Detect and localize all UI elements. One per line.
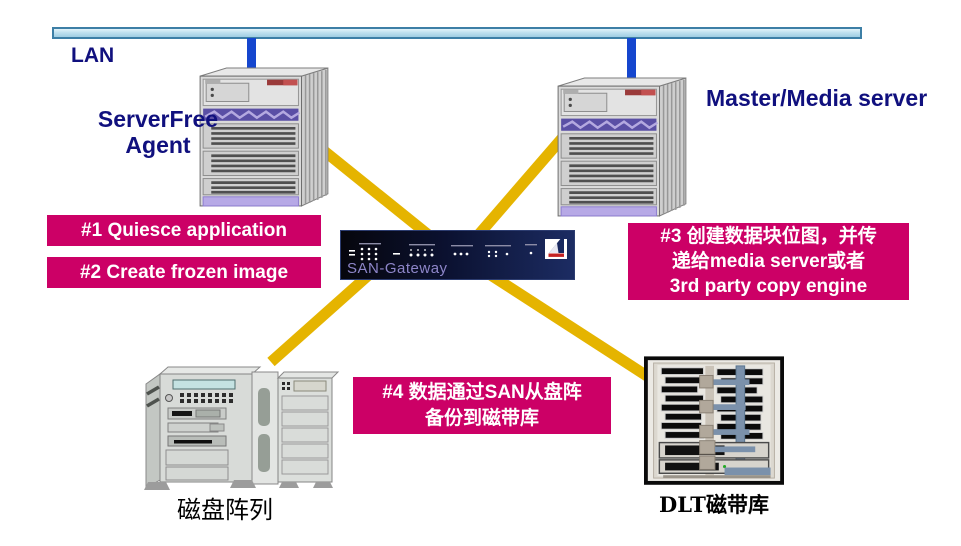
tape-library-label: DLT磁带库 (659, 492, 769, 517)
lan-drop-master (627, 38, 636, 84)
step3-line3: 3rd party copy engine (669, 276, 868, 297)
lan-drop-agent (247, 38, 256, 76)
san-link-gateway-to-tapelibrary (483, 267, 653, 383)
san-link-master-to-gateway (469, 132, 569, 244)
master-media-server-label: Master/Media server (706, 85, 928, 111)
san-gateway-label: SAN-Gateway (347, 260, 448, 277)
disk-array-label: 磁盘阵列 (177, 496, 273, 524)
step2-frozen-image-label: #2 Create frozen image (47, 257, 321, 288)
step3-line1: #3 创建数据块位图，并传 (660, 226, 877, 247)
step4-line2: 备份到磁带库 (424, 407, 539, 429)
serverfree-label-line1: ServerFree (97, 106, 219, 132)
step3-line2: 递给media server或者 (671, 251, 866, 272)
step1-quiesce-label: #1 Quiesce application (47, 215, 321, 246)
serverfree-agent-label: ServerFree Agent (58, 106, 258, 158)
tape-library-icon (644, 354, 784, 489)
step4-san-backup-label: #4 数据通过SAN从盘阵 备份到磁带库 (353, 377, 611, 434)
disk-array-icon (140, 360, 340, 492)
step4-line1: #4 数据通过SAN从盘阵 (382, 381, 582, 403)
san-link-agent-to-gateway (319, 145, 440, 246)
master-media-server-icon (556, 76, 690, 220)
gateway-vendor-logo-icon (545, 234, 567, 259)
san-gateway-device: SAN-Gateway (340, 230, 575, 280)
lan-label: LAN (71, 44, 115, 67)
lan-bus (52, 27, 862, 39)
gateway-leds-icon (349, 234, 567, 261)
serverfree-label-line2: Agent (125, 132, 191, 158)
san-link-gateway-to-diskarray (267, 267, 376, 367)
step3-bitmap-label: #3 创建数据块位图，并传 递给media server或者 3rd party… (628, 223, 909, 300)
